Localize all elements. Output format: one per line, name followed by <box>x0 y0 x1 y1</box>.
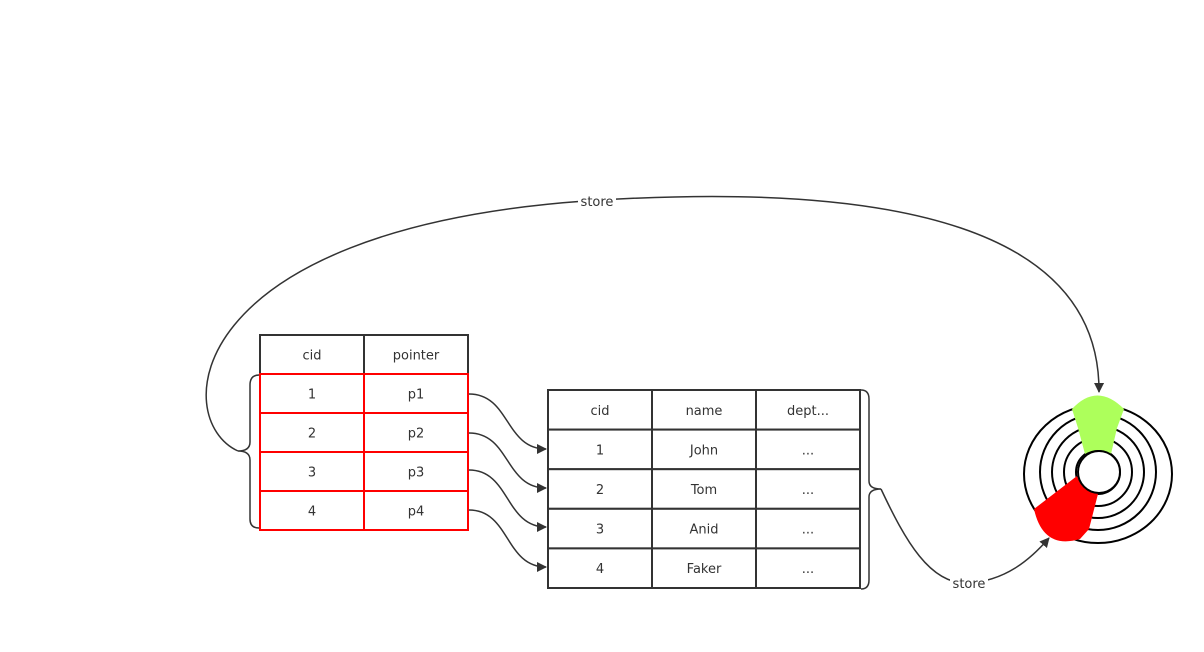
index-table-cell-box <box>363 451 469 492</box>
index-table-cell: p2 <box>408 427 425 442</box>
index-table-cell-box <box>363 412 469 453</box>
index-table-cell-box <box>363 373 469 414</box>
data-table-cell: Tom <box>690 483 717 498</box>
disk-hub <box>1077 450 1121 494</box>
index-table-cell: 3 <box>308 466 316 481</box>
data-table-cell: ... <box>802 523 814 538</box>
disk-sector-bottom <box>1034 476 1099 542</box>
store-label-bottom: store <box>953 577 986 592</box>
index-brace <box>237 374 260 529</box>
data-table-cell: ... <box>802 443 814 458</box>
data-table-cell: Faker <box>687 562 722 577</box>
data-table-cell: ... <box>802 483 814 498</box>
data-table-cell: 3 <box>596 523 604 538</box>
disk-sector-top <box>1072 395 1124 454</box>
disk-icon <box>1023 395 1173 544</box>
data-table-cell-box <box>547 428 653 471</box>
data-table: cid name dept... 1 John... 2 Tom... 3 Anid... 4 Fa… <box>547 389 861 590</box>
index-table-header-cell-box <box>259 334 365 375</box>
data-table-header-cell-box <box>651 389 757 431</box>
data-table-cell-box <box>755 468 861 510</box>
data-table-header-cell: cid <box>590 404 609 419</box>
index-table-cell-box <box>259 490 365 531</box>
index-table-cell: 4 <box>308 505 316 520</box>
pointer-connector-3 <box>468 469 547 532</box>
index-table-header-cell: pointer <box>393 349 440 364</box>
data-table-cell-box <box>547 468 653 510</box>
data-table-cell-box <box>755 547 861 590</box>
store-label-bottom-bg <box>950 574 988 592</box>
index-table-cell: p4 <box>408 505 425 520</box>
store-edge-bottom <box>880 488 1050 584</box>
store-label-top-bg <box>578 192 616 210</box>
data-table-cell-box <box>755 507 861 550</box>
index-table-cell-box <box>363 490 469 531</box>
data-table-header-cell: name <box>686 404 723 419</box>
index-table-header-cell: cid <box>302 349 321 364</box>
data-table-header-cell: dept... <box>787 404 829 419</box>
index-table-cell: p1 <box>408 388 425 403</box>
data-table-cell: 4 <box>596 562 604 577</box>
data-brace <box>860 389 882 590</box>
data-table-cell-box <box>547 547 653 590</box>
pointer-connector-1 <box>468 393 547 454</box>
index-table-cell: 2 <box>308 427 316 442</box>
index-table-cell: 1 <box>308 388 316 403</box>
pointer-connector-4 <box>468 509 547 572</box>
index-table-cell: p3 <box>408 466 425 481</box>
data-table-cell-box <box>651 507 757 550</box>
data-table-cell: John <box>689 443 718 458</box>
data-table-cell-box <box>547 507 653 550</box>
data-table-cell-box <box>755 428 861 471</box>
data-table-cell: 1 <box>596 443 604 458</box>
data-table-cell: 2 <box>596 483 604 498</box>
pointer-connector-2 <box>468 432 547 493</box>
pointer-connectors <box>468 393 547 572</box>
data-table-cell: ... <box>802 562 814 577</box>
data-table-cell: Anid <box>690 523 719 538</box>
index-table: cid pointer 1 p1 2 p2 3 p3 4 p4 <box>259 334 469 531</box>
store-label-top: store <box>581 195 614 210</box>
